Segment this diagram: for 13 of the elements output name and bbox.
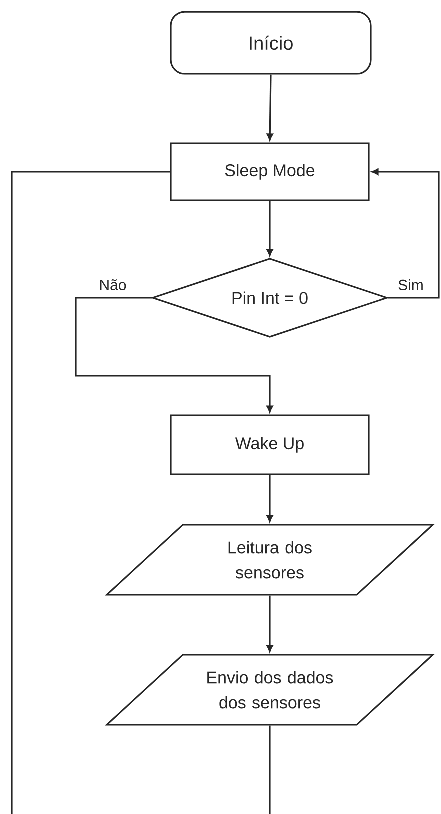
start-terminal: Início <box>170 11 372 75</box>
arrow <box>75 297 274 413</box>
arrow <box>266 475 274 522</box>
arrow <box>372 168 440 299</box>
connector-line <box>11 171 170 814</box>
process-box: Wake Up <box>170 414 370 476</box>
arrow <box>266 74 274 141</box>
arrow <box>266 201 274 256</box>
edge-label: Não <box>98 278 128 292</box>
connector-line <box>269 726 271 814</box>
process-box: Sleep Mode <box>170 142 370 202</box>
edge-label: Sim <box>397 278 425 292</box>
arrow <box>266 596 274 652</box>
